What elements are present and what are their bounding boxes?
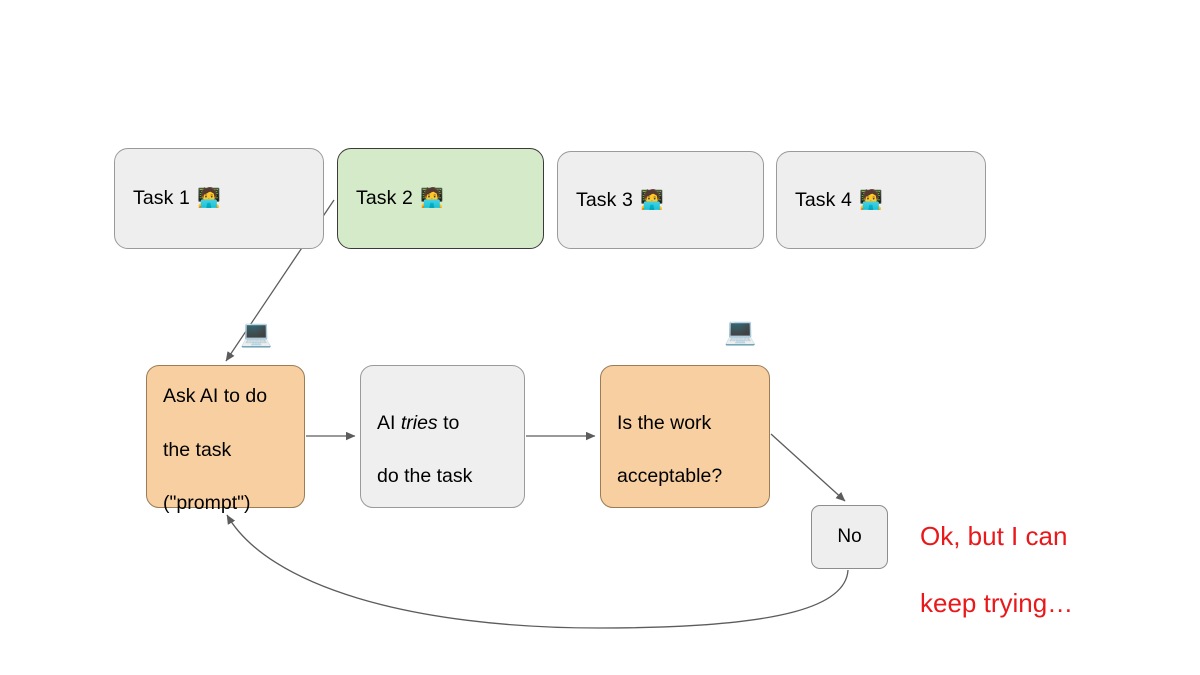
task-card-4-label: Task 4 [795, 188, 852, 211]
task-card-1-label: Task 1 [133, 187, 190, 209]
task-card-3-label: Task 3 [576, 188, 633, 211]
acceptable-line-2: acceptable? [617, 465, 723, 488]
decision-node-no[interactable]: No [811, 505, 888, 569]
person-at-computer-icon: 🧑‍💻 [858, 189, 883, 211]
person-at-computer-icon: 🧑‍💻 [639, 189, 664, 211]
flow-node-ask-ai-label: Ask AI to do the task ("prompt") [163, 357, 267, 516]
task-card-1[interactable]: Task 1 🧑‍💻 [114, 148, 324, 249]
ai-tries-prefix: AI [377, 411, 401, 434]
ai-tries-emphasis: tries [400, 411, 438, 434]
flow-node-ask-ai[interactable]: Ask AI to do the task ("prompt") [146, 365, 305, 514]
ask-ai-line-2: the task [163, 438, 232, 461]
flow-node-is-work-acceptable-label: Is the work acceptable? [617, 383, 722, 489]
task-card-2[interactable]: Task 2 🧑‍💻 [337, 148, 544, 249]
laptop-icon-right: 💻 [724, 316, 757, 346]
decision-node-no-label: No [837, 526, 862, 547]
flow-node-ai-tries[interactable]: AI tries to do the task [360, 365, 525, 508]
laptop-icon-left: 💻 [240, 318, 273, 348]
annotation-note: Ok, but I can keep trying… [920, 486, 1170, 621]
task-card-3[interactable]: Task 3 🧑‍💻 [557, 151, 764, 249]
person-at-computer-icon: 🧑‍💻 [419, 188, 444, 209]
ask-ai-line-1: Ask AI to do [163, 385, 268, 408]
ask-ai-line-3: ("prompt") [163, 491, 251, 514]
acceptable-line-1: Is the work [617, 411, 712, 434]
task-card-4[interactable]: Task 4 🧑‍💻 [776, 151, 986, 249]
flow-node-ai-tries-label: AI tries to do the task [377, 383, 472, 489]
arrow-acceptable-to-no [770, 433, 846, 502]
annotation-note-line-2: keep trying… [920, 588, 1074, 619]
ai-tries-line-2: do the task [377, 465, 473, 488]
arrow-no-loopback-to-ask-ai [226, 514, 849, 629]
flow-node-is-work-acceptable[interactable]: Is the work acceptable? [600, 365, 770, 508]
person-at-computer-icon: 🧑‍💻 [196, 188, 221, 209]
ai-tries-suffix: to [437, 411, 460, 434]
task-card-2-label: Task 2 [356, 187, 413, 209]
annotation-note-line-1: Ok, but I can [920, 520, 1068, 551]
